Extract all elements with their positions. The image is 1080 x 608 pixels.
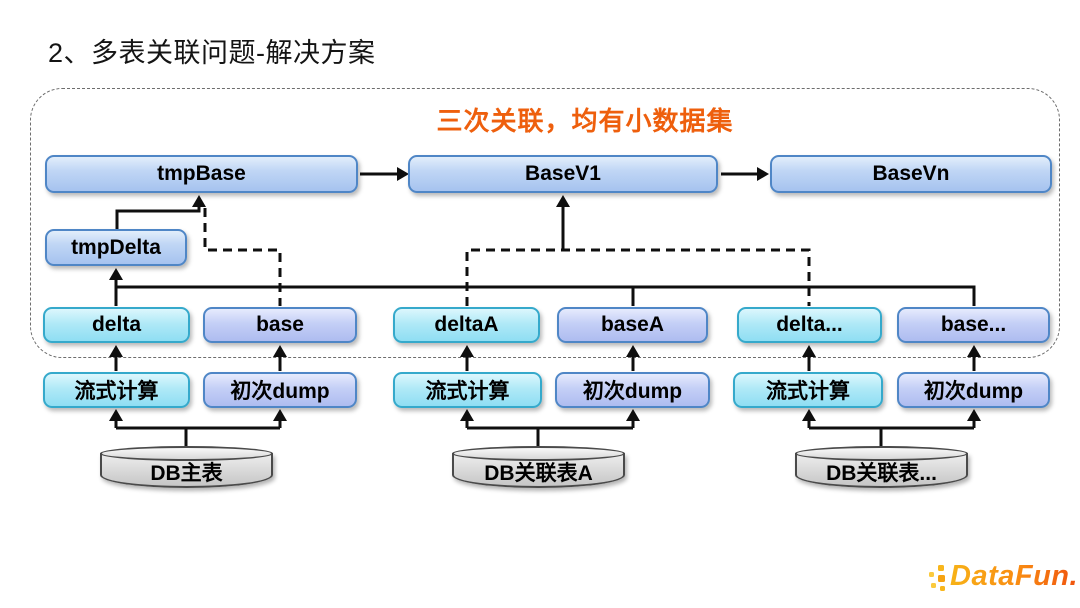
node-stream-3: 流式计算: [733, 372, 883, 408]
node-stream-1: 流式计算: [43, 372, 190, 408]
logo-pixels-icon: [926, 559, 948, 593]
db-cylinder-label: DB主表: [150, 461, 223, 485]
node-base: base: [203, 307, 357, 343]
db-cylinder-main: DB主表: [100, 446, 273, 488]
db-cylinder-rel-more: DB关联表...: [795, 446, 968, 488]
cylinder-top-ellipse: [452, 446, 625, 461]
logo-text: DataFun.: [950, 559, 1079, 592]
solution-dashed-container: [30, 88, 1060, 358]
node-basev1: BaseV1: [408, 155, 718, 193]
node-delta-more: delta...: [737, 307, 882, 343]
note-text: 三次关联，均有小数据集: [436, 106, 734, 136]
page-title: 2、多表关联问题-解决方案: [48, 38, 376, 68]
node-tmpdelta: tmpDelta: [45, 229, 187, 266]
node-basevn: BaseVn: [770, 155, 1052, 193]
node-stream-2: 流式计算: [393, 372, 542, 408]
node-tmpbase: tmpBase: [45, 155, 358, 193]
node-base-a: baseA: [557, 307, 708, 343]
cylinder-top-ellipse: [100, 446, 273, 461]
node-dump-1: 初次dump: [203, 372, 357, 408]
db-cylinder-label: DB关联表A: [484, 461, 593, 485]
node-base-more: base...: [897, 307, 1050, 343]
cylinder-top-ellipse: [795, 446, 968, 461]
db-cylinder-rel-a: DB关联表A: [452, 446, 625, 488]
node-dump-2: 初次dump: [555, 372, 710, 408]
node-delta-a: deltaA: [393, 307, 540, 343]
datafun-logo: DataFun.: [926, 556, 1078, 596]
node-dump-3: 初次dump: [897, 372, 1050, 408]
node-delta: delta: [43, 307, 190, 343]
db-cylinder-label: DB关联表...: [826, 461, 937, 485]
